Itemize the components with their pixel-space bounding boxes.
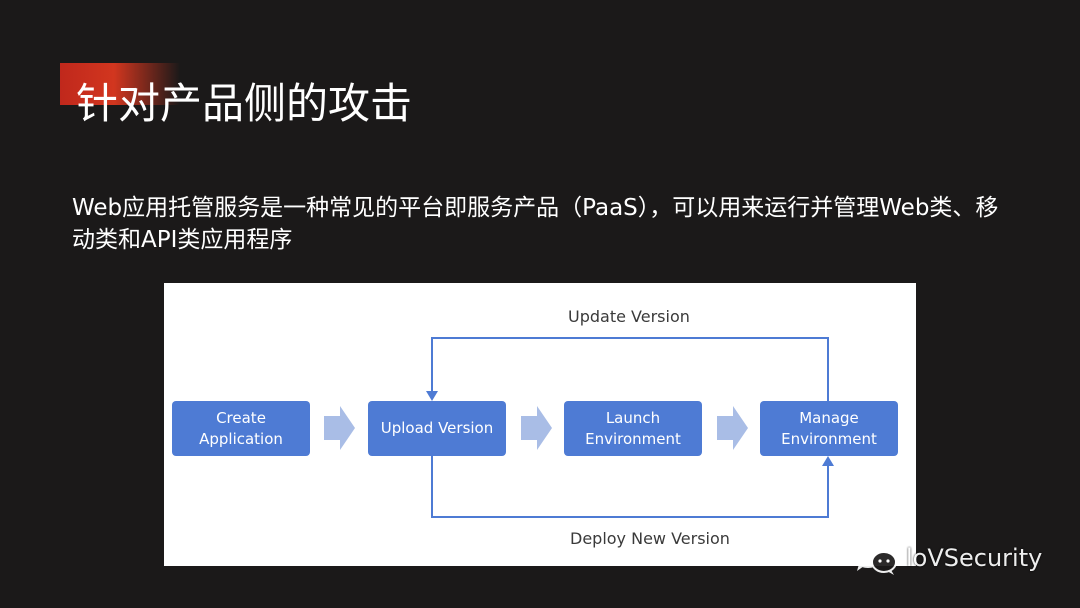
step-launch-environment-label: Launch Environment [585,408,681,448]
deploy-version-arrowhead [822,456,834,466]
slide-title: 针对产品侧的攻击 [76,79,413,128]
watermark: loVSecurity [850,540,1042,576]
step-arrow-1 [324,406,355,450]
step-launch-environment: Launch Environment [564,401,702,456]
deploy-new-version-label: Deploy New Version [570,529,730,548]
update-version-label: Update Version [568,307,690,326]
deploy-version-loop [431,456,829,518]
workflow-diagram: Update Version Create Application Upload… [164,283,916,566]
update-version-arrowhead [426,391,438,401]
step-arrow-2 [521,406,552,450]
step-upload-version: Upload Version [368,401,506,456]
step-arrow-3 [717,406,748,450]
step-manage-environment: Manage Environment [760,401,898,456]
step-create-application: Create Application [172,401,310,456]
update-version-loop [431,337,829,401]
step-create-application-label: Create Application [199,408,283,448]
step-manage-environment-label: Manage Environment [781,408,877,448]
step-upload-version-label: Upload Version [380,419,494,437]
wechat-icon [852,542,897,575]
title-accent-bar [60,63,180,105]
watermark-text: loVSecurity [906,544,1043,572]
slide-body-text: Web应用托管服务是一种常见的平台即服务产品（PaaS），可以用来运行并管理We… [72,195,999,253]
diagram-connectors [324,337,834,518]
